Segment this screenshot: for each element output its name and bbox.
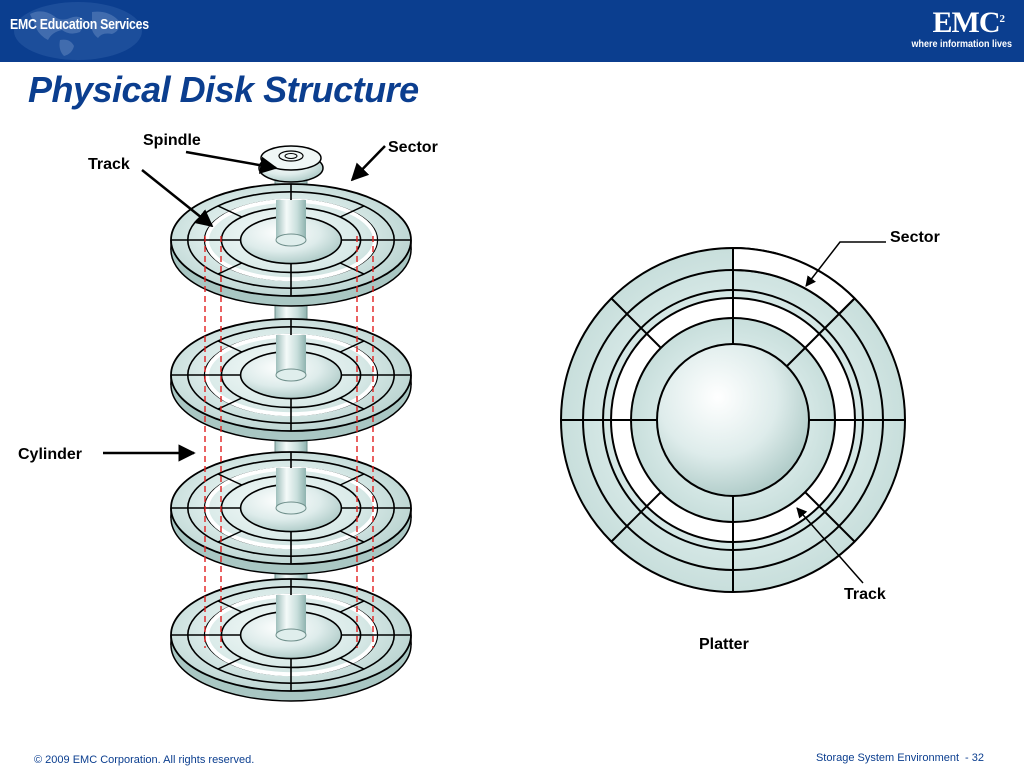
education-services-text: EMC Education Services bbox=[10, 16, 149, 33]
stack-platter bbox=[170, 183, 412, 307]
single-platter bbox=[560, 246, 906, 593]
stack-platter bbox=[170, 451, 412, 575]
sector-arrow bbox=[350, 145, 386, 182]
emc-superscript: 2 bbox=[999, 13, 1005, 25]
sector-label-stack: Sector bbox=[388, 139, 438, 156]
stack-callouts bbox=[103, 145, 386, 462]
platter-caption: Platter bbox=[699, 636, 749, 653]
track-arrow bbox=[141, 169, 214, 228]
page-number: - 32 bbox=[965, 752, 984, 764]
emc-tagline: where information lives bbox=[911, 39, 1012, 50]
footer-copyright: © 2009 EMC Corporation. All rights reser… bbox=[34, 754, 255, 766]
disk-platter-stack bbox=[170, 145, 412, 702]
emc-logo: EMC2 where information lives bbox=[892, 8, 1012, 56]
footer-section: Storage System Environment bbox=[815, 752, 960, 764]
stack-platter bbox=[170, 318, 412, 442]
spindle-label: Spindle bbox=[143, 132, 201, 149]
emc-wordmark: EMC bbox=[932, 6, 1001, 39]
platter-callouts bbox=[796, 241, 886, 584]
track-label-platter: Track bbox=[844, 586, 886, 603]
spindle-arrow bbox=[185, 150, 278, 174]
sector-label-platter: Sector bbox=[890, 229, 940, 246]
stack-platter bbox=[170, 578, 412, 702]
globe-icon bbox=[14, 2, 142, 60]
platter-sector-arrow bbox=[805, 241, 886, 287]
footer-section-page: Storage System Environment - 32 bbox=[816, 752, 984, 764]
track-label-stack: Track bbox=[88, 156, 130, 173]
cylinder-label: Cylinder bbox=[18, 446, 83, 463]
header-bar: EMC Education Services EMC2 where inform… bbox=[0, 0, 1024, 62]
platter-track-arrow bbox=[796, 507, 864, 584]
page-title: Physical Disk Structure bbox=[28, 69, 419, 110]
emc-education-services-logo: EMC Education Services bbox=[0, 0, 150, 62]
